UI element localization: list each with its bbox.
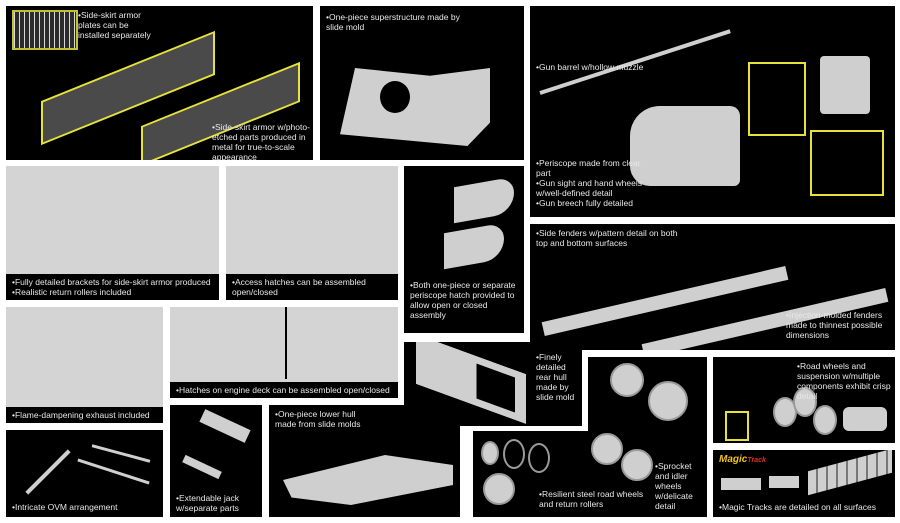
caption: Resilient steel road wheels and return r… [539, 489, 651, 509]
caption: Magic Tracks are detailed on all surface… [719, 502, 876, 512]
road-wheel [528, 443, 550, 473]
divider [285, 307, 287, 379]
caption: Side fenders w/pattern detail on both to… [536, 228, 686, 248]
caption: Flame-dampening exhaust included [6, 407, 163, 423]
mesh-inset [12, 10, 78, 50]
jack-part [182, 454, 222, 480]
caption-list: Periscope made from clear partGun sight … [536, 158, 646, 208]
sight-inset [810, 130, 884, 196]
panel-lower-hull: One-piece lower hull made from slide mol… [269, 405, 460, 517]
panel-tracks: MagicTrack Magic Tracks are detailed on … [713, 450, 895, 517]
caption: Hatches on engine deck can be assembled … [170, 382, 398, 398]
caption: Extendable jack w/separate parts [176, 493, 260, 513]
panel-exhaust: Flame-dampening exhaust included [6, 307, 163, 423]
panel-side-skirt: Side-skirt armor plates can be installed… [6, 6, 313, 160]
caption: Side-skirt armor plates can be installed… [78, 10, 158, 40]
road-wheel [813, 405, 837, 435]
gun-mount [630, 106, 740, 186]
jack-part [199, 409, 251, 443]
panel-fenders: Side fenders w/pattern detail on both to… [530, 224, 895, 350]
caption: Access hatches can be assembled open/clo… [226, 274, 398, 300]
panel-wheels: Resilient steel road wheels and return r… [473, 431, 707, 517]
tool-part [77, 458, 150, 485]
sprocket-wheel [648, 381, 688, 421]
caption: Both one-piece or separate periscope hat… [410, 280, 518, 320]
panel-engine-deck: Hatches on engine deck can be assembled … [170, 307, 398, 398]
suspension-inset [725, 411, 749, 441]
caption: Finely detailed rear hull made by slide … [536, 352, 580, 402]
lower-hull-part [283, 455, 453, 505]
hatch-part [454, 176, 514, 224]
panel-wheels-upper [588, 357, 707, 431]
panel-brackets: Fully detailed brackets for side-skirt a… [6, 166, 219, 300]
tool-part [25, 449, 71, 495]
tool-part [91, 444, 151, 463]
superstructure-part [340, 68, 490, 146]
sprocket-wheel [610, 363, 644, 397]
road-wheel [503, 439, 525, 469]
caption-list: Fully detailed brackets for side-skirt a… [6, 274, 219, 300]
track-link [721, 478, 761, 490]
track-run [808, 450, 892, 496]
caption: One-piece lower hull made from slide mol… [275, 409, 365, 429]
caption: Sprocket and idler wheels w/delicate det… [655, 461, 705, 511]
idler-wheel [621, 449, 653, 481]
idler-wheel [591, 433, 623, 465]
caption: Injection-molded fenders made to thinnes… [786, 310, 891, 340]
panel-ovm: Intricate OVM arrangement [6, 430, 163, 517]
track-link [769, 476, 799, 488]
breech-part [820, 56, 870, 114]
panel-gun: Gun barrel w/hollow muzzle Periscope mad… [530, 6, 895, 217]
magic-track-logo: MagicTrack [719, 454, 766, 465]
panel-jack: Extendable jack w/separate parts [170, 405, 262, 517]
caption: Gun barrel w/hollow muzzle [536, 62, 686, 72]
caption: One-piece superstructure made by slide m… [326, 12, 466, 32]
caption: Side-skirt armor w/photo-etched parts pr… [212, 122, 312, 160]
caption: Road wheels and suspension w/multiple co… [797, 361, 893, 401]
panel-road-wheels: Road wheels and suspension w/multiple co… [713, 357, 895, 443]
hole [380, 81, 410, 113]
panel-superstructure: One-piece superstructure made by slide m… [320, 6, 524, 160]
periscope-inset [748, 62, 806, 136]
panel-access-hatches: Access hatches can be assembled open/clo… [226, 166, 398, 300]
suspension-part [843, 407, 887, 431]
road-wheel [483, 473, 515, 505]
caption: Intricate OVM arrangement [12, 502, 118, 512]
road-wheel [481, 441, 499, 465]
panel-periscope-hatch: Both one-piece or separate periscope hat… [404, 166, 524, 333]
hatch-part [444, 222, 504, 270]
